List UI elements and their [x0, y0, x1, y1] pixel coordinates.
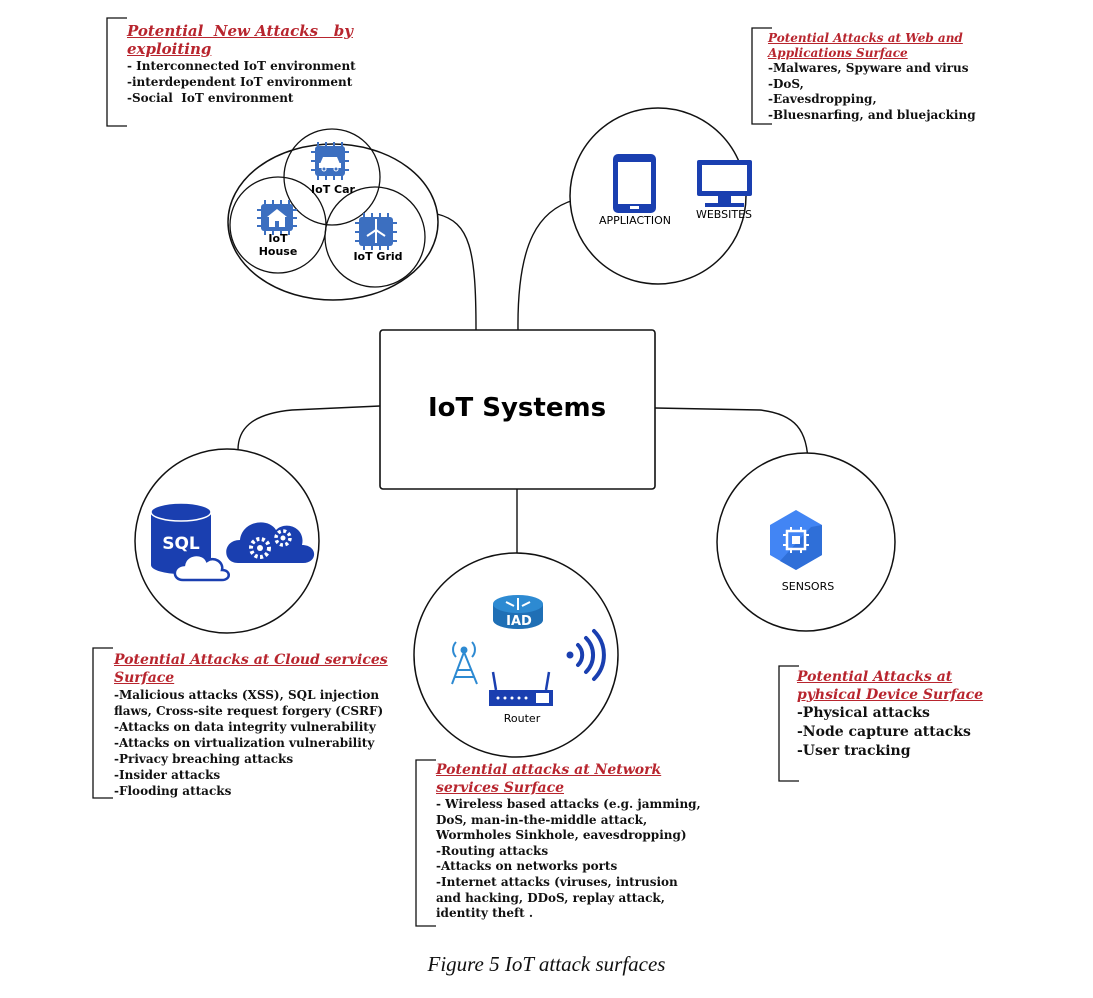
sensor-chip-icon: [770, 510, 822, 570]
network-attacks-item: DoS, man-in-the-middle attack,: [436, 812, 648, 827]
network-attacks-item: identity theft .: [436, 906, 534, 921]
new-attacks-list: - Interconnected IoT environment -interd…: [127, 58, 356, 106]
iot-systems-box: [379, 329, 656, 490]
network-attacks-item: -Routing attacks: [436, 843, 549, 858]
physical-attacks-item: -Node capture attacks: [797, 724, 971, 740]
network-attacks-block: Potential attacks at Network services Su…: [436, 761, 701, 922]
sql-label: SQL: [162, 534, 200, 554]
physical-attacks-item: -Physical attacks: [797, 705, 930, 721]
web-attacks-block: Potential Attacks at Web and Application…: [768, 31, 976, 123]
sensors-circle: SENSORS: [716, 452, 896, 632]
network-attacks-item: -Attacks on networks ports: [436, 859, 618, 874]
network-attacks-item: - Wireless based attacks (e.g. jamming,: [436, 797, 701, 811]
monitor-icon: [697, 160, 752, 207]
bracket-network: [415, 759, 436, 927]
network-attacks-title-line-2: services Surface: [436, 780, 564, 796]
iot-house-label-1: IoT: [268, 232, 288, 245]
web-attacks-title-line-2: Applications Surface: [768, 46, 908, 60]
wifi-signal-icon: [566, 629, 606, 681]
connector-cloud-circle: [237, 405, 381, 451]
new-attacks-title-line-1: Potential New Attacks by: [127, 22, 353, 40]
network-attacks-item: and hacking, DDoS, replay attack,: [436, 890, 665, 905]
cloud-attacks-list: -Malicious attacks (XSS), SQL injection …: [114, 687, 388, 799]
car-chip-icon: [311, 142, 349, 180]
network-circle-outline: [413, 552, 619, 758]
web-attacks-item: -Malwares, Spyware and virus: [768, 61, 969, 75]
cloud-attacks-block: Potential Attacks at Cloud services Surf…: [114, 651, 388, 799]
physical-attacks-item: -User tracking: [797, 743, 911, 759]
network-attacks-title-line-1: Potential attacks at Network: [436, 762, 662, 778]
cloud-icon: [173, 553, 230, 582]
cloud-attacks-item: -Attacks on virtualization vulnerability: [114, 736, 375, 750]
network-services-circle: IAD Router: [413, 552, 619, 758]
sensors-label: SENSORS: [782, 580, 834, 593]
network-attacks-title: Potential attacks at Network services Su…: [436, 761, 701, 797]
network-attacks-item: Wormholes Sinkhole, eavesdropping): [436, 828, 687, 843]
cloud-attacks-item: -Privacy breaching attacks: [114, 752, 294, 766]
physical-attacks-title-line-1: Potential Attacks at: [797, 669, 953, 685]
iad-router-icon: IAD: [493, 595, 543, 629]
physical-attacks-block: Potential Attacks at pyhsical Device Sur…: [797, 668, 983, 761]
cloud-attacks-item: -Attacks on data integrity vulnerability: [114, 720, 376, 734]
cloud-attacks-item: -Malicious attacks (XSS), SQL injection: [114, 688, 380, 702]
iad-label: IAD: [506, 614, 532, 629]
web-attacks-title: Potential Attacks at Web and Application…: [768, 31, 976, 61]
cloud-attacks-item: -Flooding attacks: [114, 784, 232, 798]
websites-label: WEBSITES: [696, 208, 752, 221]
cloud-attacks-item: flaws, Cross-site request forgery (CSRF): [114, 704, 384, 718]
cloud-services-circle: SQL: [134, 448, 320, 634]
gears-cloud-icon: [226, 522, 315, 563]
brackets: [92, 17, 799, 927]
new-attacks-item: -interdependent IoT environment: [127, 75, 353, 89]
new-attacks-item: -Social IoT environment: [127, 91, 294, 105]
router-label: Router: [504, 712, 541, 725]
iot-grid-label: IoT Grid: [353, 250, 402, 263]
iot-car-label: IoT Car: [311, 183, 355, 196]
bracket-cloud: [92, 647, 113, 799]
application-label: APPLIACTION: [599, 214, 671, 227]
iot-house-label-2: House: [259, 245, 298, 258]
wind-turbine-chip-icon: [355, 213, 397, 250]
physical-attacks-title-line-2: pyhsical Device Surface: [797, 687, 984, 703]
new-attacks-block: Potential New Attacks by exploiting - In…: [127, 22, 356, 106]
new-attacks-title: Potential New Attacks by exploiting: [127, 22, 356, 58]
physical-attacks-list: -Physical attacks -Node capture attacks …: [797, 704, 983, 761]
web-attacks-list: -Malwares, Spyware and virus -DoS, -Eave…: [768, 61, 976, 123]
network-attacks-item: -Internet attacks (viruses, intrusion: [436, 874, 678, 889]
new-attacks-title-line-2: exploiting: [127, 40, 212, 58]
web-attacks-item: -Bluesnarfing, and bluejacking: [768, 107, 976, 122]
cloud-circle-outline: [134, 448, 320, 634]
connector-web-circle: [517, 199, 575, 331]
smartphone-icon: [613, 154, 656, 213]
web-apps-circle: APPLIACTION WEBSITES: [569, 107, 752, 285]
router-icon: [489, 671, 553, 706]
connector-iot-circle: [436, 213, 477, 331]
cloud-attacks-title-line-1: Potential Attacks at Cloud services: [114, 652, 388, 668]
cloud-attacks-title-line-2: Surface: [114, 670, 175, 686]
web-attacks-item: -Eavesdropping,: [768, 92, 877, 106]
cloud-attacks-title: Potential Attacks at Cloud services Surf…: [114, 651, 388, 687]
iot-systems-title: IoT Systems: [428, 393, 606, 423]
bracket-physical: [778, 665, 799, 782]
antenna-tower-icon: [451, 641, 478, 685]
iot-grid-circle: [324, 186, 426, 288]
bracket-web: [751, 27, 772, 125]
network-attacks-list: - Wireless based attacks (e.g. jamming, …: [436, 797, 701, 922]
figure-caption: Figure 5 IoT attack surfaces: [427, 952, 666, 976]
web-attacks-item: -DoS,: [768, 76, 804, 91]
new-attacks-item: - Interconnected IoT environment: [127, 59, 356, 73]
iot-environment-circle: IoT Car IoT House: [227, 128, 439, 301]
bracket-new-attacks: [106, 17, 127, 127]
house-chip-icon: [257, 200, 297, 235]
cloud-attacks-item: -Insider attacks: [114, 768, 221, 782]
web-attacks-title-line-1: Potential Attacks at Web and: [768, 31, 963, 45]
physical-attacks-title: Potential Attacks at pyhsical Device Sur…: [797, 668, 983, 704]
